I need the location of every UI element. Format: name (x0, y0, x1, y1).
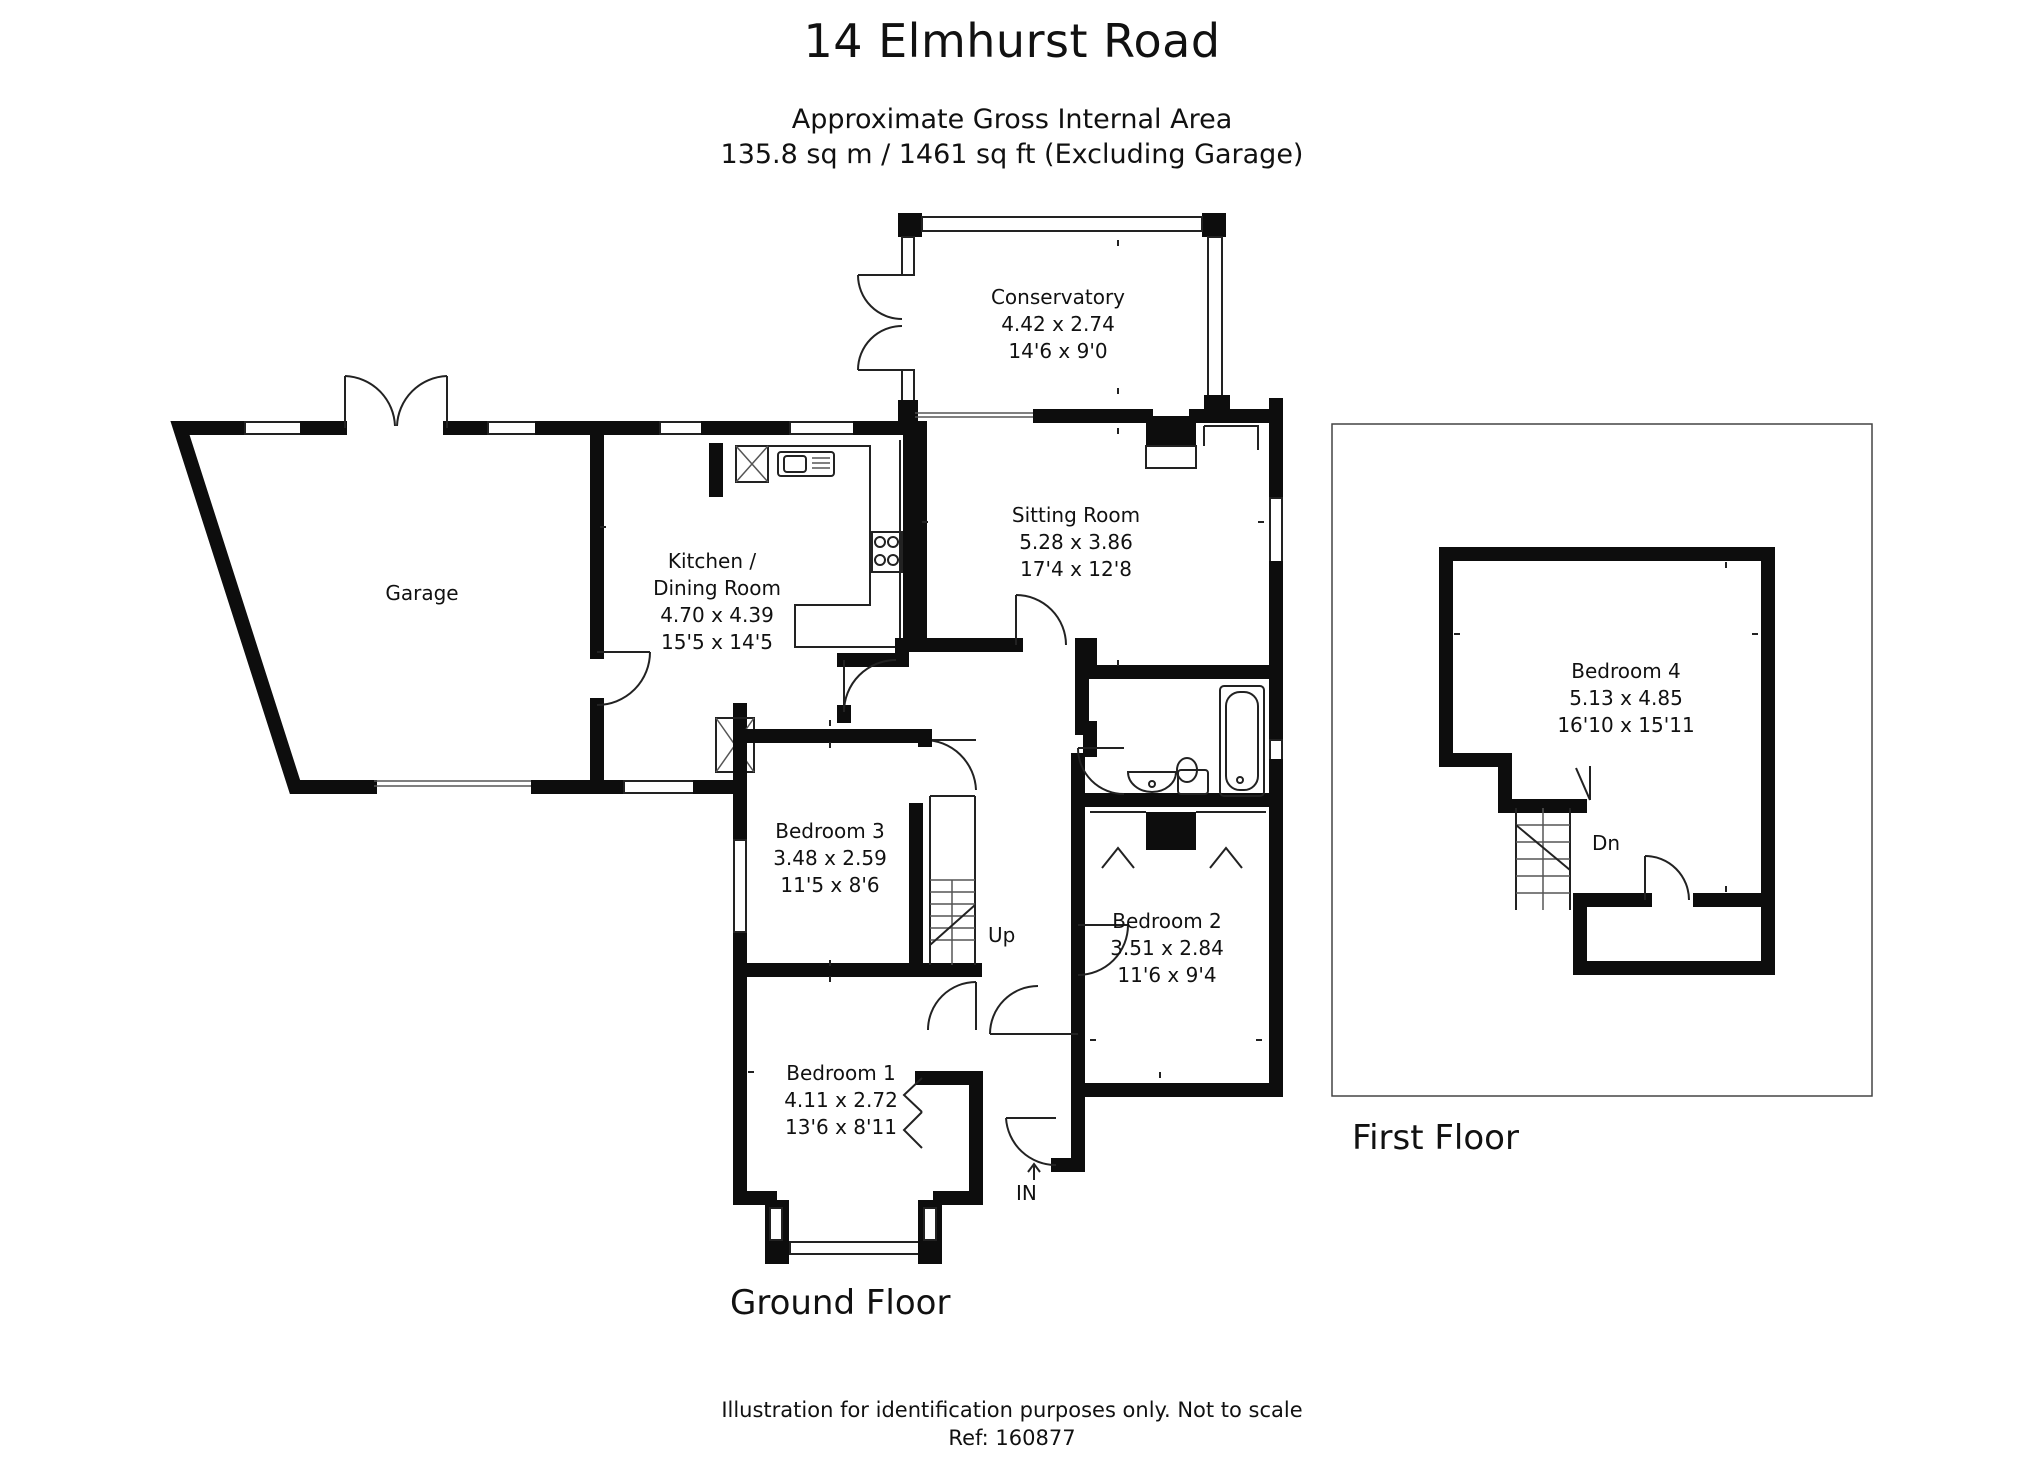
kitchen-metric: 4.70 x 4.39 (660, 603, 774, 627)
bedroom1-walls (733, 1071, 983, 1264)
room-label-bedroom1: Bedroom 1 4.11 x 2.72 13'6 x 8'11 (784, 1061, 898, 1139)
room-label-bedroom4: Bedroom 4 5.13 x 4.85 16'10 x 15'11 (1557, 659, 1694, 737)
room-label-garage: Garage (385, 581, 458, 605)
conservatory-walls (898, 213, 1230, 424)
kitchen-imperial: 15'5 x 14'5 (661, 630, 773, 654)
room-label-bedroom3: Bedroom 3 3.48 x 2.59 11'5 x 8'6 (773, 819, 887, 897)
sitting-room-imperial: 17'4 x 12'8 (1020, 557, 1132, 581)
bedroom3-walls (733, 729, 982, 977)
stairs-up (929, 795, 976, 965)
kitchen-name-line2: Dining Room (653, 576, 781, 600)
first-floor-doors (1575, 766, 1690, 901)
sitting-room-door (1015, 594, 1067, 646)
area-label: Approximate Gross Internal Area (791, 104, 1233, 135)
stairs-up-label: Up (988, 923, 1015, 947)
bedroom1-imperial: 13'6 x 8'11 (785, 1115, 897, 1139)
garage-french-doors (344, 375, 448, 428)
room-label-bedroom2: Bedroom 2 3.51 x 2.84 11'6 x 9'4 (1110, 909, 1224, 987)
ground-floor-label: Ground Floor (730, 1283, 951, 1323)
conservatory-imperial: 14'6 x 9'0 (1008, 339, 1107, 363)
bedroom2-name: Bedroom 2 (1112, 909, 1222, 933)
conservatory-metric: 4.42 x 2.74 (1001, 312, 1115, 336)
conservatory-name: Conservatory (991, 285, 1125, 309)
room-label-conservatory: Conservatory 4.42 x 2.74 14'6 x 9'0 (991, 285, 1125, 363)
first-floor-dimension-ticks (1454, 562, 1758, 892)
hall-doors (843, 659, 977, 791)
kitchen-door (596, 651, 651, 706)
bedroom2-imperial: 11'6 x 9'4 (1117, 963, 1216, 987)
room-label-sitting-room: Sitting Room 5.28 x 3.86 17'4 x 12'8 (1012, 503, 1140, 581)
sitting-room-walls (913, 398, 1283, 1097)
bedroom2-door (1077, 924, 1129, 976)
first-floor-plan (1331, 423, 1873, 1097)
first-floor-label: First Floor (1352, 1118, 1519, 1158)
bedroom4-walls (1439, 547, 1775, 975)
bedroom4-imperial: 16'10 x 15'11 (1557, 713, 1694, 737)
kitchen-name-line1: Kitchen / (668, 549, 757, 573)
sitting-room-name: Sitting Room (1012, 503, 1140, 527)
stairs-down (1515, 808, 1571, 910)
bedroom2-walls (1090, 811, 1266, 869)
bedroom1-name: Bedroom 1 (786, 1061, 896, 1085)
bathroom-fittings (1077, 685, 1265, 797)
ground-floor-plan (170, 213, 1283, 1264)
stairs-down-label: Dn (1592, 831, 1620, 855)
entrance-label: IN (1016, 1181, 1037, 1205)
bedroom4-metric: 5.13 x 4.85 (1569, 686, 1683, 710)
kitchen-walls (611, 421, 927, 794)
bedroom4-name: Bedroom 4 (1571, 659, 1681, 683)
front-door (989, 985, 1078, 1180)
bedroom3-metric: 3.48 x 2.59 (773, 846, 887, 870)
bedroom1-door (927, 981, 977, 1031)
first-floor-outline (1331, 423, 1873, 1097)
area-value: 135.8 sq m / 1461 sq ft (Excluding Garag… (720, 139, 1304, 170)
bedroom3-imperial: 11'5 x 8'6 (780, 873, 879, 897)
bathroom-walls (1071, 721, 1283, 807)
disclaimer-text: Illustration for identification purposes… (721, 1398, 1303, 1422)
sitting-room-metric: 5.28 x 3.86 (1019, 530, 1133, 554)
property-title: 14 Elmhurst Road (803, 14, 1221, 68)
room-label-kitchen: Kitchen / Dining Room 4.70 x 4.39 15'5 x… (653, 549, 781, 654)
garage-name: Garage (385, 581, 458, 605)
conservatory-french-doors (857, 274, 903, 371)
reference-number: Ref: 160877 (948, 1426, 1076, 1450)
ground-floor-dimension-ticks (600, 240, 1264, 1078)
bedroom1-metric: 4.11 x 2.72 (784, 1088, 898, 1112)
garage-walls (170, 421, 667, 794)
bedroom2-metric: 3.51 x 2.84 (1110, 936, 1224, 960)
bedroom3-name: Bedroom 3 (775, 819, 885, 843)
